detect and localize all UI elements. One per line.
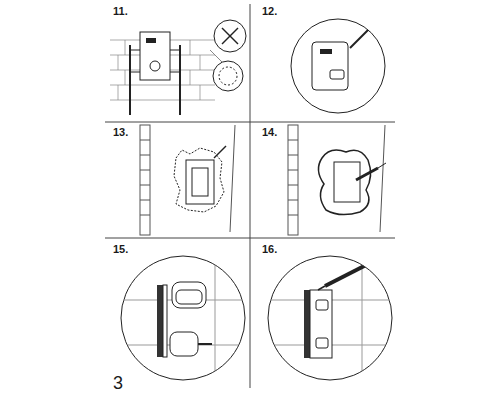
step-number: 12. [262,6,277,17]
step-number: 14. [262,127,277,138]
step-number: 16. [262,244,277,255]
step-number: 11. [113,6,128,17]
page-number: 3 [113,374,123,392]
step-number: 13. [113,127,128,138]
step-number: 15. [113,244,128,255]
